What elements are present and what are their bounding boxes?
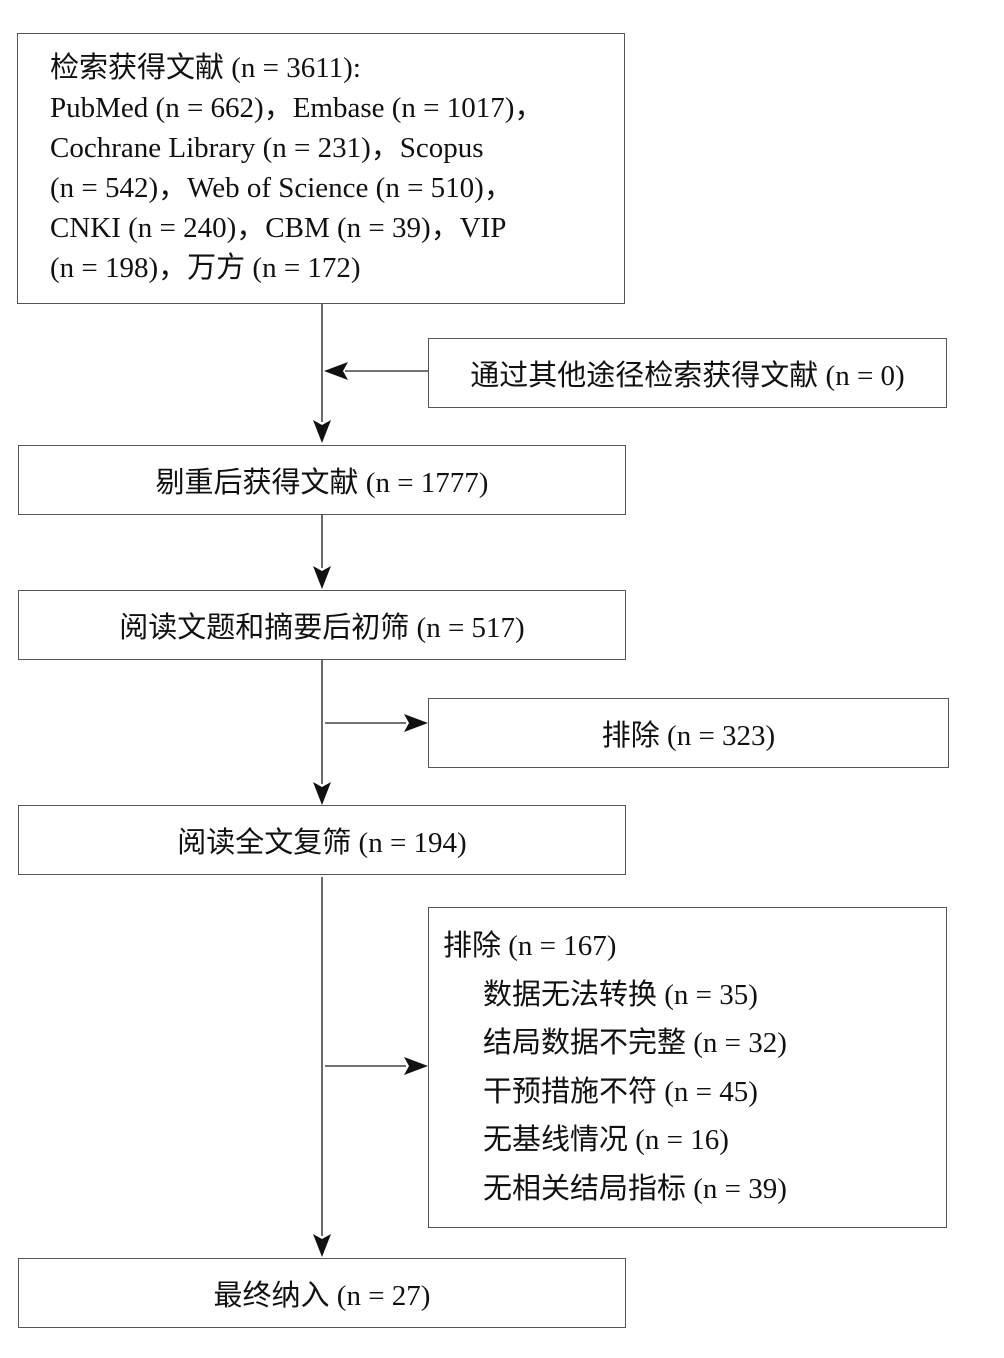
arrowhead-to-included xyxy=(313,1234,331,1257)
fulltext-screening-box: 阅读全文复筛 (n = 194) xyxy=(18,805,626,875)
arrowhead-to-excluded-1 xyxy=(404,714,428,732)
dedup-label: 剔重后获得文献 (n = 1777) xyxy=(155,467,489,499)
excluded-first-box: 排除 (n = 323) xyxy=(428,698,949,768)
search-line-cochrane-scopus: Cochrane Library (n = 231)，Scopus xyxy=(50,132,484,164)
exclusion-reason-item: 干预措施不符 (n = 45) xyxy=(483,1075,758,1108)
exclusion-reason-item: 结局数据不完整 (n = 32) xyxy=(483,1027,787,1059)
excluded-second-box: 排除 (n = 167) 数据无法转换 (n = 35) 结局数据不完整 (n … xyxy=(428,907,947,1228)
arrowhead-to-dedup xyxy=(313,420,331,443)
arrowhead-to-screen xyxy=(313,566,331,589)
final-included-box: 最终纳入 (n = 27) xyxy=(18,1258,626,1328)
search-line-pubmed-embase: PubMed (n = 662)，Embase (n = 1017)， xyxy=(50,92,544,124)
title-abstract-screening-box: 阅读文题和摘要后初筛 (n = 517) xyxy=(18,590,626,660)
arrowhead-to-excluded-2 xyxy=(404,1057,428,1075)
other-sources-label: 通过其他途径检索获得文献 (n = 0) xyxy=(470,360,905,392)
search-line-cnki-cbm-vip: CNKI (n = 240)，CBM (n = 39)，VIP xyxy=(50,212,507,244)
other-sources-box: 通过其他途径检索获得文献 (n = 0) xyxy=(428,338,947,408)
exclusion-reason-item: 无相关结局指标 (n = 39) xyxy=(483,1172,787,1205)
search-line-total: 检索获得文献 (n = 3611): xyxy=(50,52,361,84)
search-results-box: 检索获得文献 (n = 3611): PubMed (n = 662)，Emba… xyxy=(17,33,625,304)
arrowhead-to-fulltext xyxy=(313,782,331,805)
search-line-vip-wanfang: (n = 198)，万方 (n = 172) xyxy=(50,252,361,284)
final-included-label: 最终纳入 (n = 27) xyxy=(213,1280,431,1312)
arrowhead-from-other xyxy=(324,362,348,380)
exclusion-reason-item: 无基线情况 (n = 16) xyxy=(483,1124,729,1156)
title-abstract-screening-label: 阅读文题和摘要后初筛 (n = 517) xyxy=(119,612,525,644)
fulltext-screening-label: 阅读全文复筛 (n = 194) xyxy=(177,827,467,859)
excluded-first-label: 排除 (n = 323) xyxy=(601,720,776,752)
dedup-box: 剔重后获得文献 (n = 1777) xyxy=(18,445,626,515)
exclusion-reason-item: 数据无法转换 (n = 35) xyxy=(483,978,758,1011)
search-line-scopus-wos: (n = 542)，Web of Science (n = 510)， xyxy=(50,172,513,204)
excluded-second-heading: 排除 (n = 167) xyxy=(443,930,617,962)
